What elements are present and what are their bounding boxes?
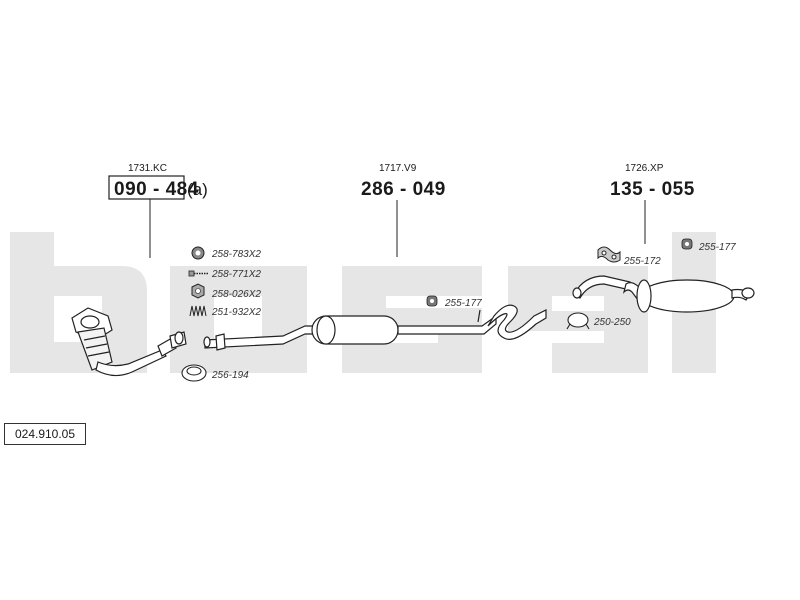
hex-nut-icon [191,283,205,299]
svg-text:255-172: 255-172 [623,256,661,267]
part-250-250[interactable]: 250-250 [566,312,631,330]
diagram-reference-number: 024.910.05 [4,423,86,445]
group-rear-silencer: 1726.XP 135 - 055 [610,163,695,244]
svg-text:250-250: 250-250 [593,317,631,328]
part-255-177-middle[interactable]: 255-177 [426,295,482,309]
spring-icon [189,305,207,317]
rear-silencer-drawing[interactable] [572,275,755,313]
part-258-783X2[interactable]: 258-783X2 [191,246,261,260]
group-number-3[interactable]: 135 - 055 [610,179,695,200]
rubber-hanger-icon [681,238,693,250]
part-255-177-rear[interactable]: 255-177 [681,238,736,253]
part-258-026X2[interactable]: 258-026X2 [191,283,261,300]
part-258-771X2[interactable]: 258-771X2 [188,269,261,280]
middle-silencer-drawing[interactable] [311,304,547,345]
svg-text:255-177: 255-177 [698,242,736,253]
part-256-194[interactable]: 256-194 [181,364,249,382]
svg-text:258-026X2: 258-026X2 [211,289,261,300]
catalytic-converter-drawing[interactable] [71,307,187,377]
sealing-ring-icon [181,364,207,382]
group-code-2: 1717.V9 [379,163,417,174]
pipe-clamp-icon [566,312,590,330]
group-number-2[interactable]: 286 - 049 [361,179,446,200]
group-catalytic-converter: 1731.KC 090 - 484 (a) [108,163,208,258]
part-251-932X2[interactable]: 251-932X2 [189,305,261,318]
group-code-1: 1731.KC [128,163,167,174]
rubber-hanger-icon [426,295,438,307]
svg-text:255-177: 255-177 [444,298,482,309]
svg-text:251-932X2: 251-932X2 [211,307,261,318]
gasket-ring-icon [191,246,205,260]
svg-text:258-783X2: 258-783X2 [211,249,261,260]
svg-text:256-194: 256-194 [211,370,249,381]
group-code-3: 1726.XP [625,163,664,174]
group-suffix-1: (a) [187,180,208,199]
part-255-172[interactable]: 255-172 [597,246,661,267]
group-middle-silencer: 1717.V9 286 - 049 [361,163,446,257]
svg-text:258-771X2: 258-771X2 [211,269,261,280]
part-number-box [108,175,185,200]
group-number-1[interactable]: 090 - 484 [114,179,199,200]
flange-gasket-icon [597,246,621,263]
bolt-icon [188,270,208,277]
